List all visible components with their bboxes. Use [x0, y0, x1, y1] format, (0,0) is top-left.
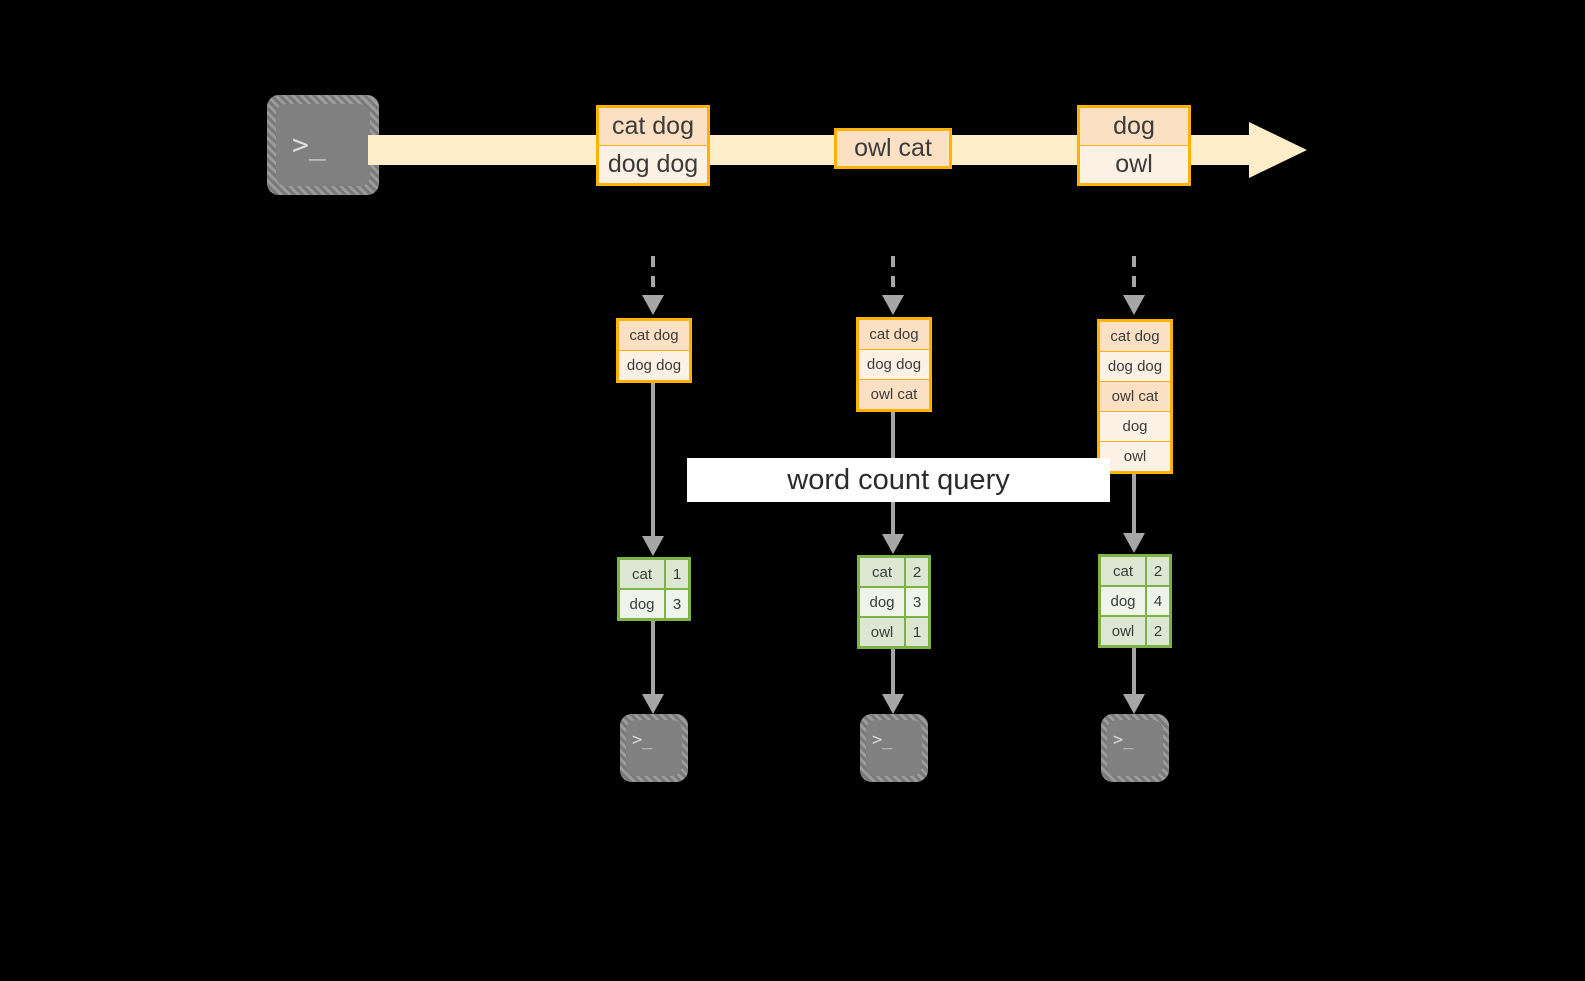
result-word: dog	[620, 590, 666, 618]
query-label-text: word count query	[787, 463, 1010, 496]
stream-record-line: owl	[1080, 145, 1188, 183]
query-connector-arrowhead-2	[882, 534, 904, 554]
result-word: cat	[860, 558, 906, 586]
result-table-3: cat 2 dog 4 owl 2	[1098, 554, 1172, 648]
result-row: dog 3	[620, 588, 688, 618]
terminal-prompt-glyph: >_	[1113, 730, 1134, 750]
input-row: cat dog	[619, 321, 689, 350]
stream-record-2: owl cat	[834, 128, 952, 169]
result-word: owl	[1101, 617, 1147, 645]
input-table-3: cat dog dog dog owl cat dog owl	[1097, 319, 1173, 474]
sink-terminal-icon-1: >_	[620, 714, 688, 782]
stream-to-input-arrowhead-3	[1123, 295, 1145, 315]
query-connector-arrowhead-3	[1123, 533, 1145, 553]
terminal-body	[1107, 720, 1163, 776]
input-row: dog dog	[619, 350, 689, 380]
result-row: dog 4	[1101, 585, 1169, 615]
stream-record-line: dog	[1080, 108, 1188, 145]
terminal-prompt-glyph: >_	[632, 730, 653, 750]
terminal-body	[626, 720, 682, 776]
terminal-body	[276, 104, 370, 186]
input-row: dog dog	[859, 349, 929, 379]
sink-terminal-icon-3: >_	[1101, 714, 1169, 782]
result-row: owl 2	[1101, 615, 1169, 645]
result-word: cat	[1101, 557, 1147, 585]
query-connector-arrowhead-1	[642, 536, 664, 556]
input-row: owl cat	[859, 379, 929, 409]
result-table-2: cat 2 dog 3 owl 1	[857, 555, 931, 649]
result-count: 2	[1147, 557, 1169, 585]
stream-record-1: cat dog dog dog	[596, 105, 710, 186]
input-row: dog dog	[1100, 351, 1170, 381]
stream-record-line: owl cat	[837, 131, 949, 166]
query-connector-3	[1132, 474, 1136, 536]
result-count: 2	[906, 558, 928, 586]
result-word: dog	[1101, 587, 1147, 615]
result-count: 2	[1147, 617, 1169, 645]
terminal-prompt-glyph: >_	[292, 128, 326, 161]
result-word: owl	[860, 618, 906, 646]
result-count: 3	[666, 590, 688, 618]
stream-to-input-arrowhead-1	[642, 295, 664, 315]
input-table-1: cat dog dog dog	[616, 318, 692, 383]
query-label-band: word count query	[687, 458, 1110, 502]
result-count: 4	[1147, 587, 1169, 615]
result-count: 1	[906, 618, 928, 646]
result-to-sink-connector-1	[651, 621, 655, 697]
stream-to-input-connector-1	[651, 256, 655, 298]
result-to-sink-arrowhead-2	[882, 694, 904, 714]
terminal-prompt-glyph: >_	[872, 730, 893, 750]
result-row: cat 1	[620, 560, 688, 588]
result-table-1: cat 1 dog 3	[617, 557, 691, 621]
result-row: dog 3	[860, 586, 928, 616]
result-word: cat	[620, 560, 666, 588]
input-row: owl	[1100, 441, 1170, 471]
terminal-body	[866, 720, 922, 776]
stream-to-input-arrowhead-2	[882, 295, 904, 315]
input-table-2: cat dog dog dog owl cat	[856, 317, 932, 412]
stream-to-input-connector-3	[1132, 256, 1136, 298]
result-count: 1	[666, 560, 688, 588]
result-word: dog	[860, 588, 906, 616]
input-row: cat dog	[1100, 322, 1170, 351]
stream-record-3: dog owl	[1077, 105, 1191, 186]
event-stream-arrowhead	[1249, 122, 1307, 178]
result-to-sink-connector-3	[1132, 648, 1136, 697]
query-connector-1	[651, 383, 655, 538]
result-row: cat 2	[1101, 557, 1169, 585]
input-row: cat dog	[859, 320, 929, 349]
stream-record-line: cat dog	[599, 108, 707, 145]
stream-record-line: dog dog	[599, 145, 707, 183]
sink-terminal-icon-2: >_	[860, 714, 928, 782]
result-to-sink-arrowhead-3	[1123, 694, 1145, 714]
stream-to-input-connector-2	[891, 256, 895, 298]
input-row: dog	[1100, 411, 1170, 441]
input-row: owl cat	[1100, 381, 1170, 411]
result-count: 3	[906, 588, 928, 616]
result-row: owl 1	[860, 616, 928, 646]
result-to-sink-arrowhead-1	[642, 694, 664, 714]
result-to-sink-connector-2	[891, 649, 895, 697]
source-terminal-icon: >_	[267, 95, 379, 195]
result-row: cat 2	[860, 558, 928, 586]
